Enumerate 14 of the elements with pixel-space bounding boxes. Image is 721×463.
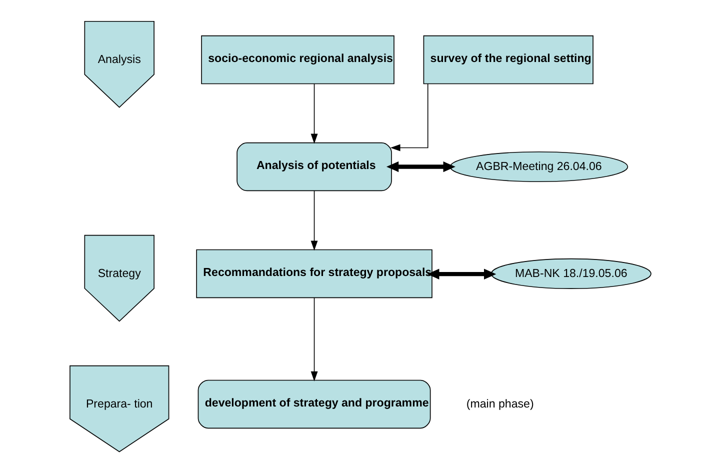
arrow — [310, 297, 318, 381]
node-box: Recommandations for strategy proposals — [196, 248, 432, 298]
arrow — [427, 268, 496, 279]
arrow — [386, 160, 456, 172]
node-label: (main phase) — [466, 398, 534, 410]
node-box: survey of the regional setting — [423, 34, 594, 84]
arrow — [390, 82, 428, 151]
node-ellipse: AGBR-Meeting 26.04.06 — [450, 150, 628, 182]
node-ellipse: MAB-NK 18./19.05.06 — [490, 258, 652, 288]
node-box: Analysis of potentials — [236, 142, 392, 191]
node-box: socio-economic regional analysis — [201, 34, 394, 84]
arrow — [310, 190, 318, 250]
node-box: development of strategy and programme — [198, 379, 431, 428]
arrow — [310, 82, 318, 144]
